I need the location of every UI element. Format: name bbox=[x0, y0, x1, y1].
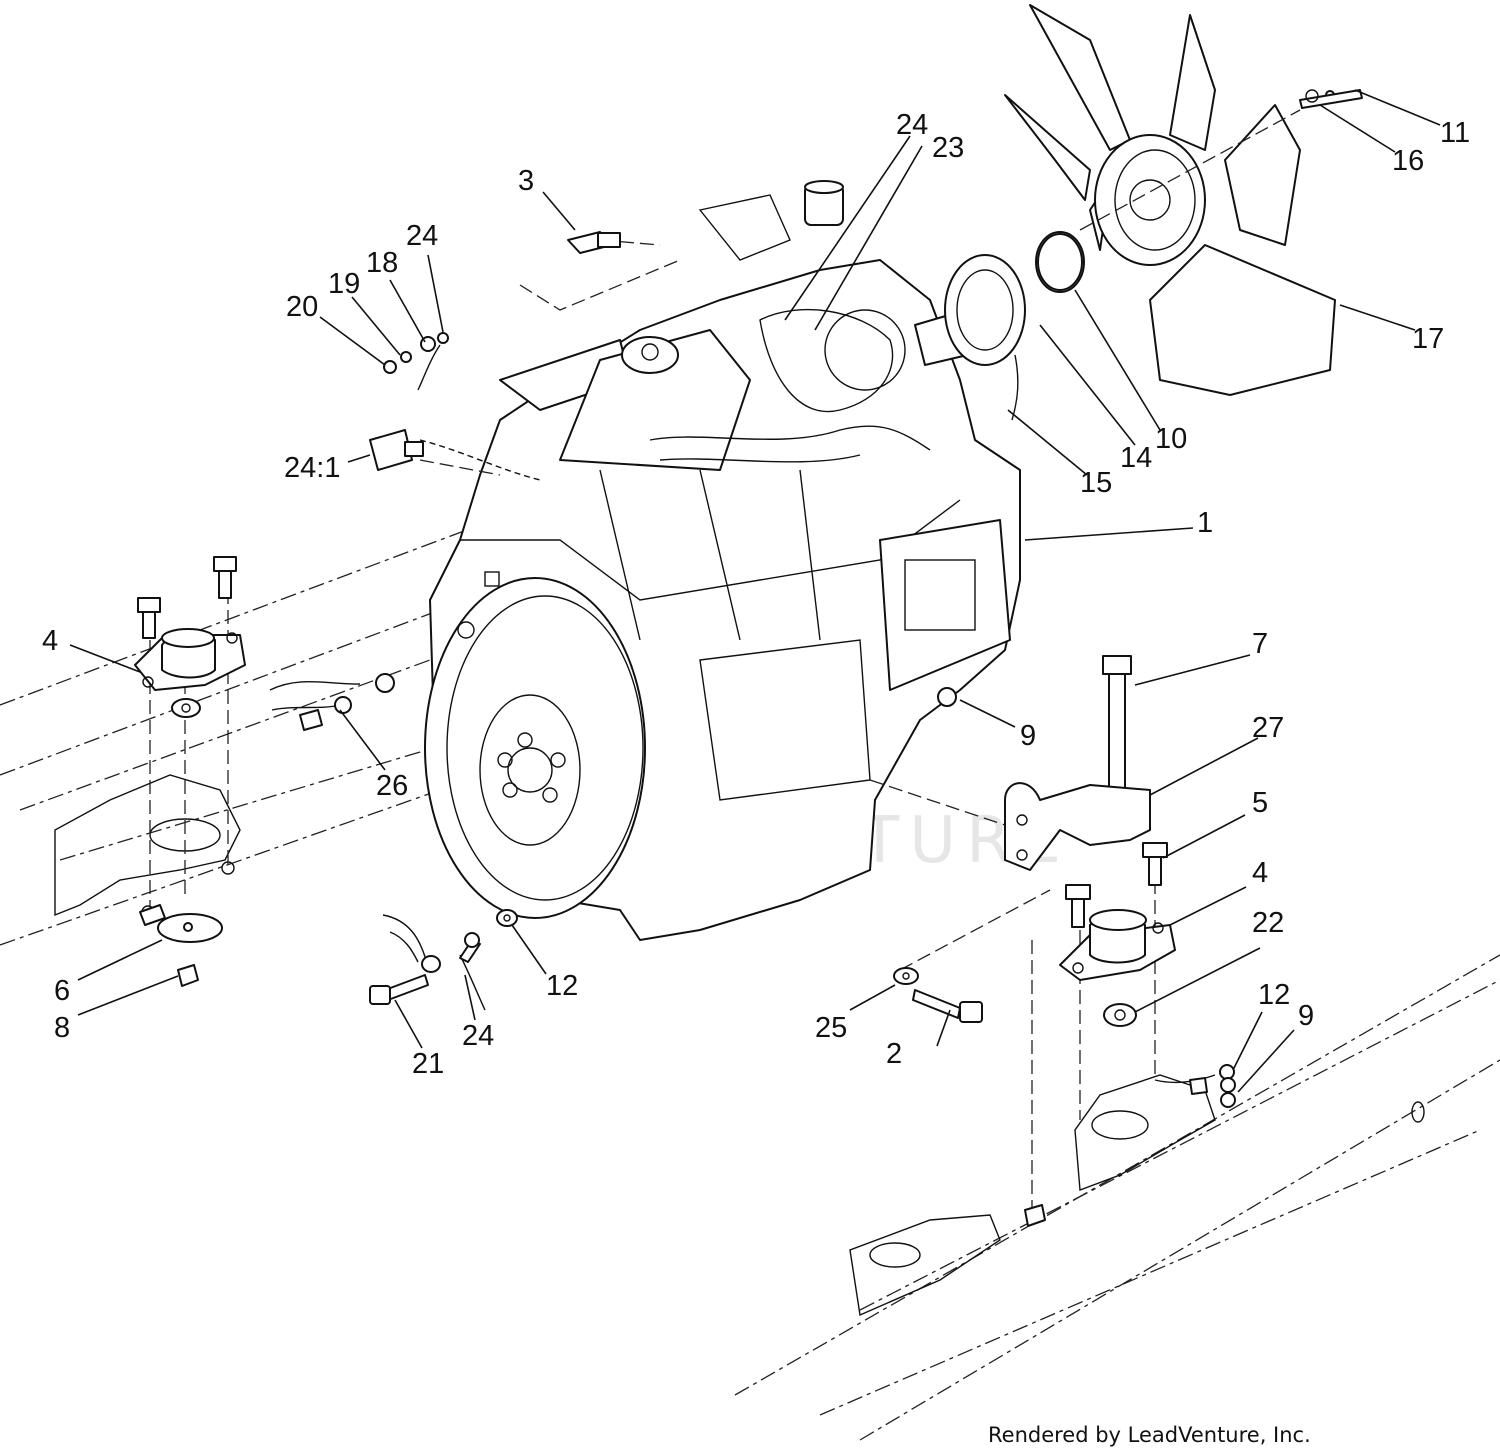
callout-4-left: 4 bbox=[42, 625, 58, 657]
callout-18: 18 bbox=[366, 247, 398, 279]
callout-4-right: 4 bbox=[1252, 857, 1268, 889]
callout-23: 23 bbox=[932, 132, 964, 164]
left-mount-plate bbox=[54, 774, 241, 919]
left-mount-hardware bbox=[134, 556, 246, 987]
lower-cable-and-bolt-21 bbox=[369, 909, 518, 1011]
callout-9-right: 9 bbox=[1298, 1000, 1314, 1032]
callout-17: 17 bbox=[1412, 323, 1444, 355]
small-fasteners-top-left bbox=[369, 231, 957, 707]
callout-6: 6 bbox=[54, 975, 70, 1007]
callout-2: 2 bbox=[886, 1038, 902, 1070]
right-mount-hardware bbox=[1004, 655, 1236, 1227]
callout-24-left: 24 bbox=[406, 220, 438, 252]
callout-20: 20 bbox=[286, 291, 318, 323]
callout-10: 10 bbox=[1155, 423, 1187, 455]
callout-24-top: 24 bbox=[896, 109, 928, 141]
callout-3: 3 bbox=[518, 165, 534, 197]
bolt-2-and-washer-25 bbox=[893, 967, 983, 1023]
callout-7: 7 bbox=[1252, 628, 1268, 660]
callout-12-lower: 12 bbox=[546, 970, 578, 1002]
callout-27: 27 bbox=[1252, 712, 1284, 744]
callout-12-right: 12 bbox=[1258, 979, 1290, 1011]
callout-8: 8 bbox=[54, 1012, 70, 1044]
callouts: 1 2 3 4 4 5 6 7 8 9 9 10 11 12 12 14 15 … bbox=[42, 109, 1470, 1080]
ground-cable-26 bbox=[269, 673, 395, 731]
callout-26: 26 bbox=[376, 770, 408, 802]
callout-1: 1 bbox=[1197, 507, 1213, 539]
callout-22: 22 bbox=[1252, 907, 1284, 939]
credit-line: Rendered by LeadVenture, Inc. bbox=[988, 1423, 1311, 1447]
callout-16: 16 bbox=[1392, 145, 1424, 177]
callout-15: 15 bbox=[1080, 467, 1112, 499]
flywheel bbox=[424, 571, 646, 919]
callout-5: 5 bbox=[1252, 787, 1268, 819]
callout-25: 25 bbox=[815, 1012, 847, 1044]
leader-lines bbox=[69, 89, 1441, 1093]
callout-21: 21 bbox=[412, 1048, 444, 1080]
callout-24-lower: 24 bbox=[462, 1020, 494, 1052]
callout-11: 11 bbox=[1440, 117, 1470, 149]
callout-9-middle: 9 bbox=[1020, 720, 1036, 752]
callout-24-1: 24:1 bbox=[284, 452, 340, 484]
callout-19: 19 bbox=[328, 268, 360, 300]
frame-rails bbox=[0, 509, 1500, 1441]
cooling-fan bbox=[1004, 4, 1363, 396]
callout-14: 14 bbox=[1120, 442, 1152, 474]
